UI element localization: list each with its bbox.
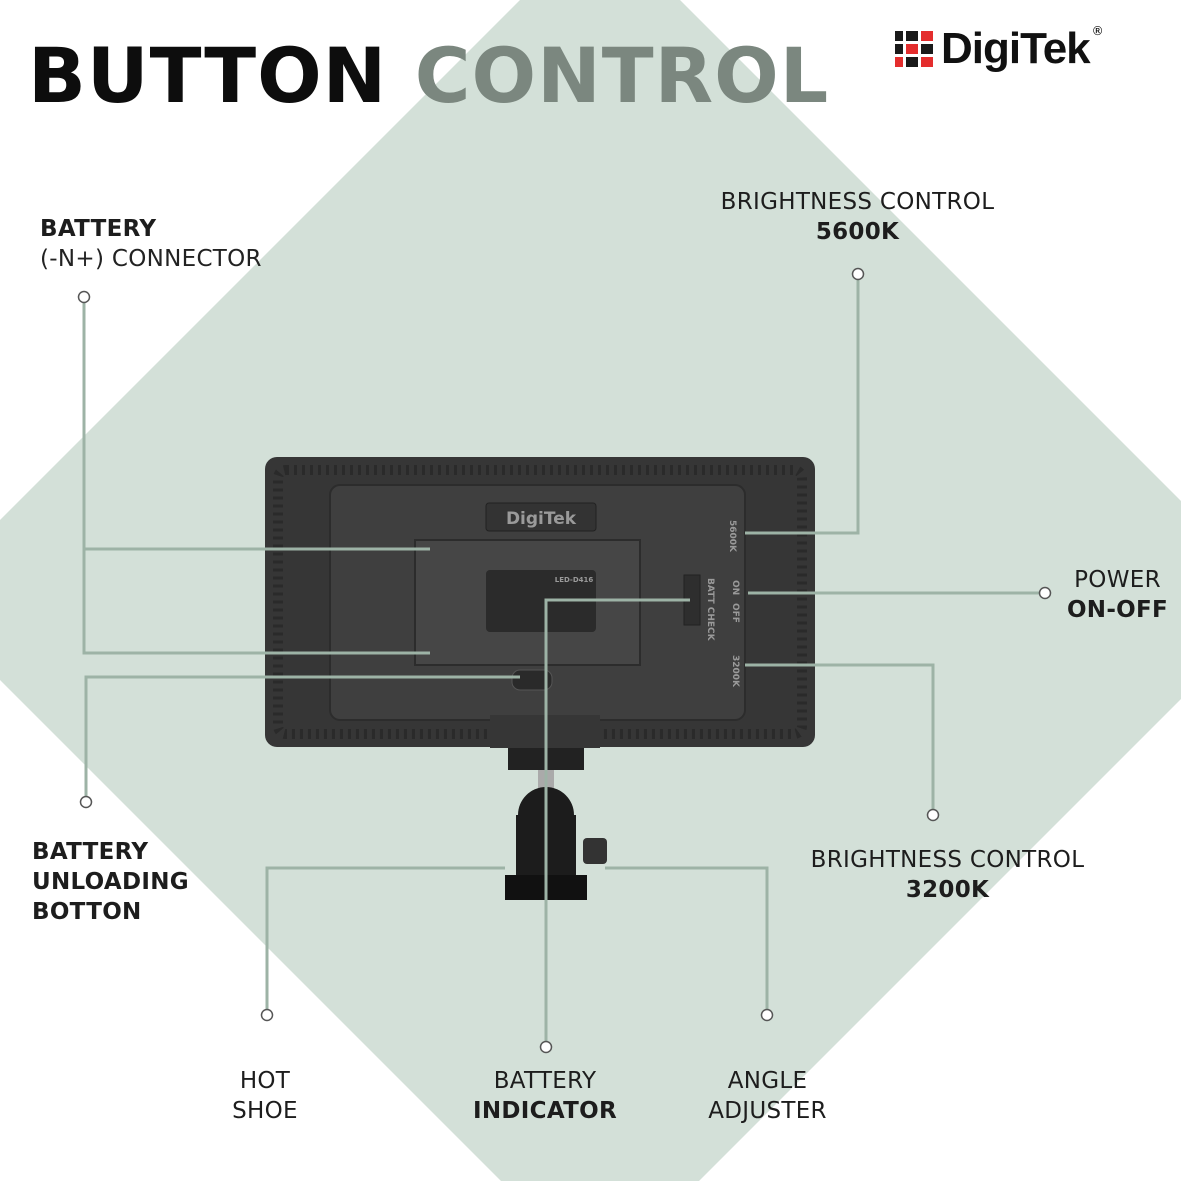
led-light-device: DigiTek LED-D416 5600K BATT CHECK ON OFF…: [265, 457, 815, 900]
device-model: LED-D416: [555, 576, 594, 584]
registered-mark: ®: [1091, 24, 1104, 38]
device-label-on: ON: [730, 580, 740, 595]
callout-dots: [77, 267, 1052, 1054]
title-word-1: BUTTON: [28, 31, 388, 120]
brand-logo: DigiTek®: [895, 24, 1104, 74]
logo-dots-icon: [895, 31, 933, 67]
device-label-5600: 5600K: [727, 520, 737, 553]
callout-lines: [82, 274, 1045, 1047]
device-label-batt-check: BATT CHECK: [705, 578, 715, 642]
page-title: BUTTON CONTROL: [28, 38, 829, 114]
device-logo: DigiTek: [506, 509, 577, 529]
logo-text: DigiTek: [941, 24, 1091, 73]
device-label-3200: 3200K: [730, 655, 740, 688]
label-battery-connector: BATTERY(-N+) CONNECTOR: [40, 216, 262, 272]
title-word-2: CONTROL: [414, 31, 830, 120]
device-label-off: OFF: [730, 603, 740, 623]
